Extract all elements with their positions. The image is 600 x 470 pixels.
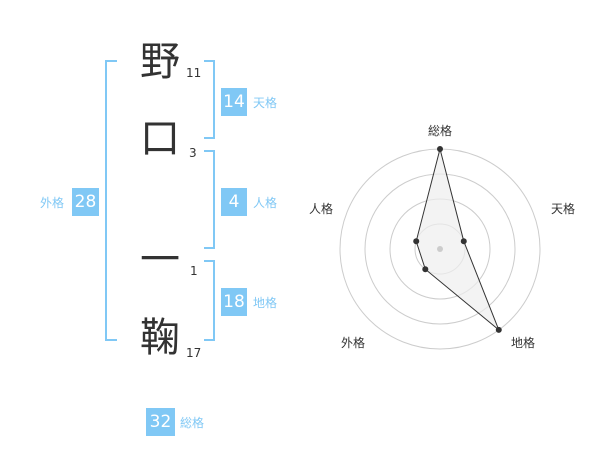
radar-point-1 — [460, 238, 467, 245]
tenkaku-bracket — [204, 60, 215, 139]
gaikaku-value-box: 28 — [72, 188, 99, 216]
soukaku-label: 総格 — [180, 416, 205, 430]
radar-axis-label-jinkaku: 人格 — [309, 202, 334, 216]
soukaku-value-box: 32 — [146, 408, 175, 436]
name-char-2: 口 — [140, 116, 180, 162]
radar-axis-label-tenkaku: 天格 — [551, 202, 576, 216]
radar-point-4 — [413, 238, 420, 245]
tenkaku-label: 天格 — [253, 96, 278, 110]
radar-axis-label-soukaku: 総格 — [428, 124, 453, 138]
name-char-3: 一 — [140, 237, 180, 283]
gaikaku-label: 外格 — [40, 196, 65, 210]
chikaku-value-box: 18 — [221, 288, 247, 316]
gaikaku-bracket — [105, 60, 117, 341]
stroke-count-1: 11 — [186, 66, 202, 80]
stroke-count-2: 3 — [189, 146, 197, 160]
radar-point-0 — [437, 146, 443, 152]
radar-point-2 — [495, 326, 502, 333]
radar-axis-label-chikaku: 地格 — [511, 336, 536, 350]
name-char-1: 野 — [140, 39, 180, 85]
radar-axis-label-gaikaku: 外格 — [341, 336, 366, 350]
radar-point-3 — [422, 266, 429, 273]
radar-center-point — [437, 246, 443, 252]
stroke-count-4: 17 — [186, 346, 202, 360]
jinkaku-label: 人格 — [253, 196, 278, 210]
radar-data-polygon — [415, 148, 500, 331]
tenkaku-value-box: 14 — [221, 88, 247, 116]
jinkaku-value-box: 4 — [221, 188, 247, 216]
chikaku-label: 地格 — [253, 296, 278, 310]
chikaku-bracket — [204, 260, 215, 341]
name-char-4: 鞠 — [140, 315, 180, 361]
jinkaku-bracket — [204, 150, 215, 249]
stroke-count-3: 1 — [190, 264, 198, 278]
